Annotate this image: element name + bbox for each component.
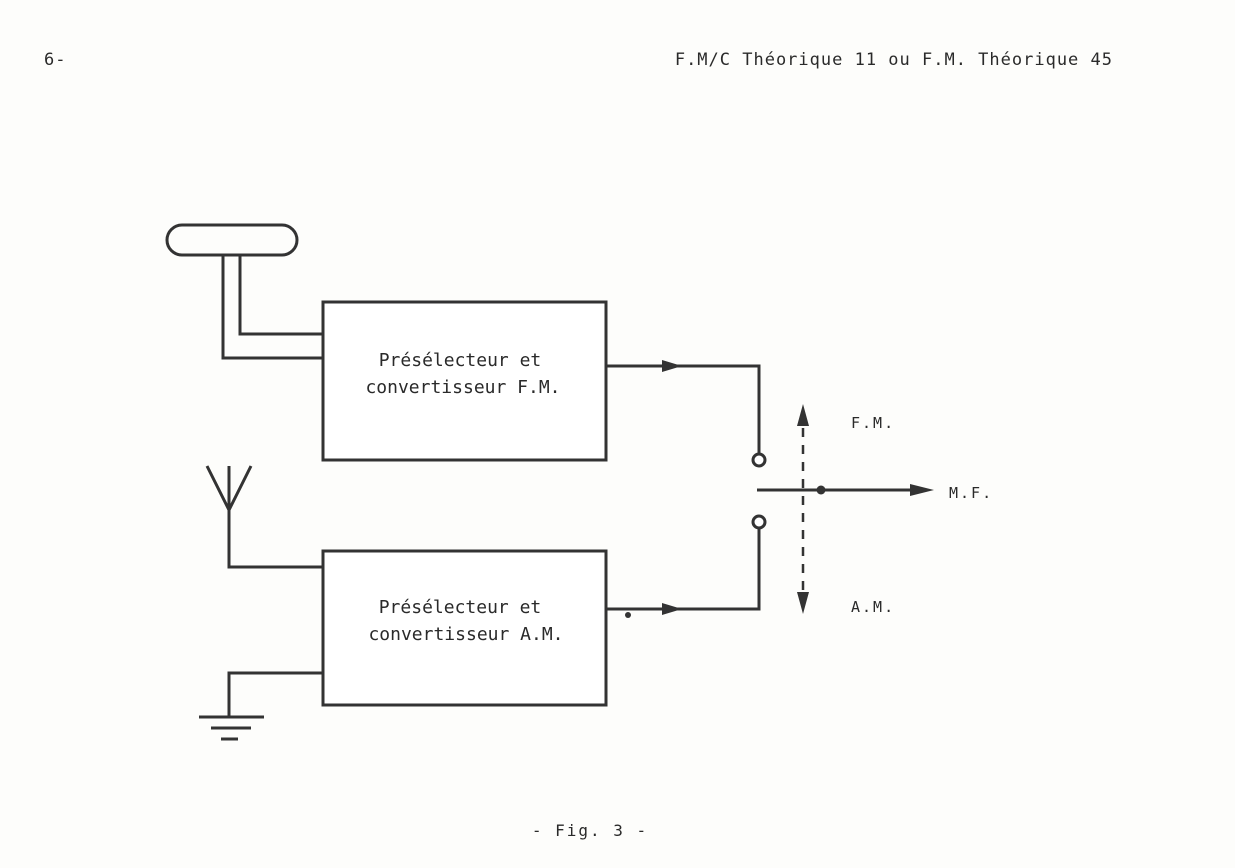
am-terminal [751, 514, 767, 530]
fm-am-selector-switch [751, 404, 934, 614]
page-number: 6- [44, 50, 67, 70]
fm-block-line1: Présélecteur et [379, 350, 542, 371]
am-block-line1: Présélecteur et [379, 597, 542, 618]
switch-up-arrow-icon [797, 404, 809, 426]
fm-block-line2: convertisseur F.M. [365, 377, 560, 398]
fm-converter-block: Présélecteur et convertisseur F.M. [321, 300, 608, 462]
switch-down-arrow-icon [797, 592, 809, 614]
fm-dipole-antenna-icon [165, 223, 323, 360]
am-whip-antenna-icon [205, 465, 323, 569]
if-output-label: M.F. [949, 484, 993, 502]
switch-pivot [816, 485, 826, 495]
fm-terminal [751, 452, 767, 468]
am-switch-label: A.M. [851, 598, 895, 616]
header-title: F.M/C Théorique 11 ou F.M. Théorique 45 [674, 50, 1113, 70]
ground-icon [199, 671, 323, 741]
am-block-line2: convertisseur A.M. [368, 624, 563, 645]
am-converter-block: Présélecteur et convertisseur A.M. [321, 549, 608, 707]
fm-output-wire [606, 360, 761, 454]
fm-switch-label: F.M. [851, 414, 895, 432]
figure-caption: - Fig. 3 - [532, 821, 648, 840]
if-output-arrow-icon [910, 484, 934, 496]
am-output-wire [606, 529, 761, 618]
